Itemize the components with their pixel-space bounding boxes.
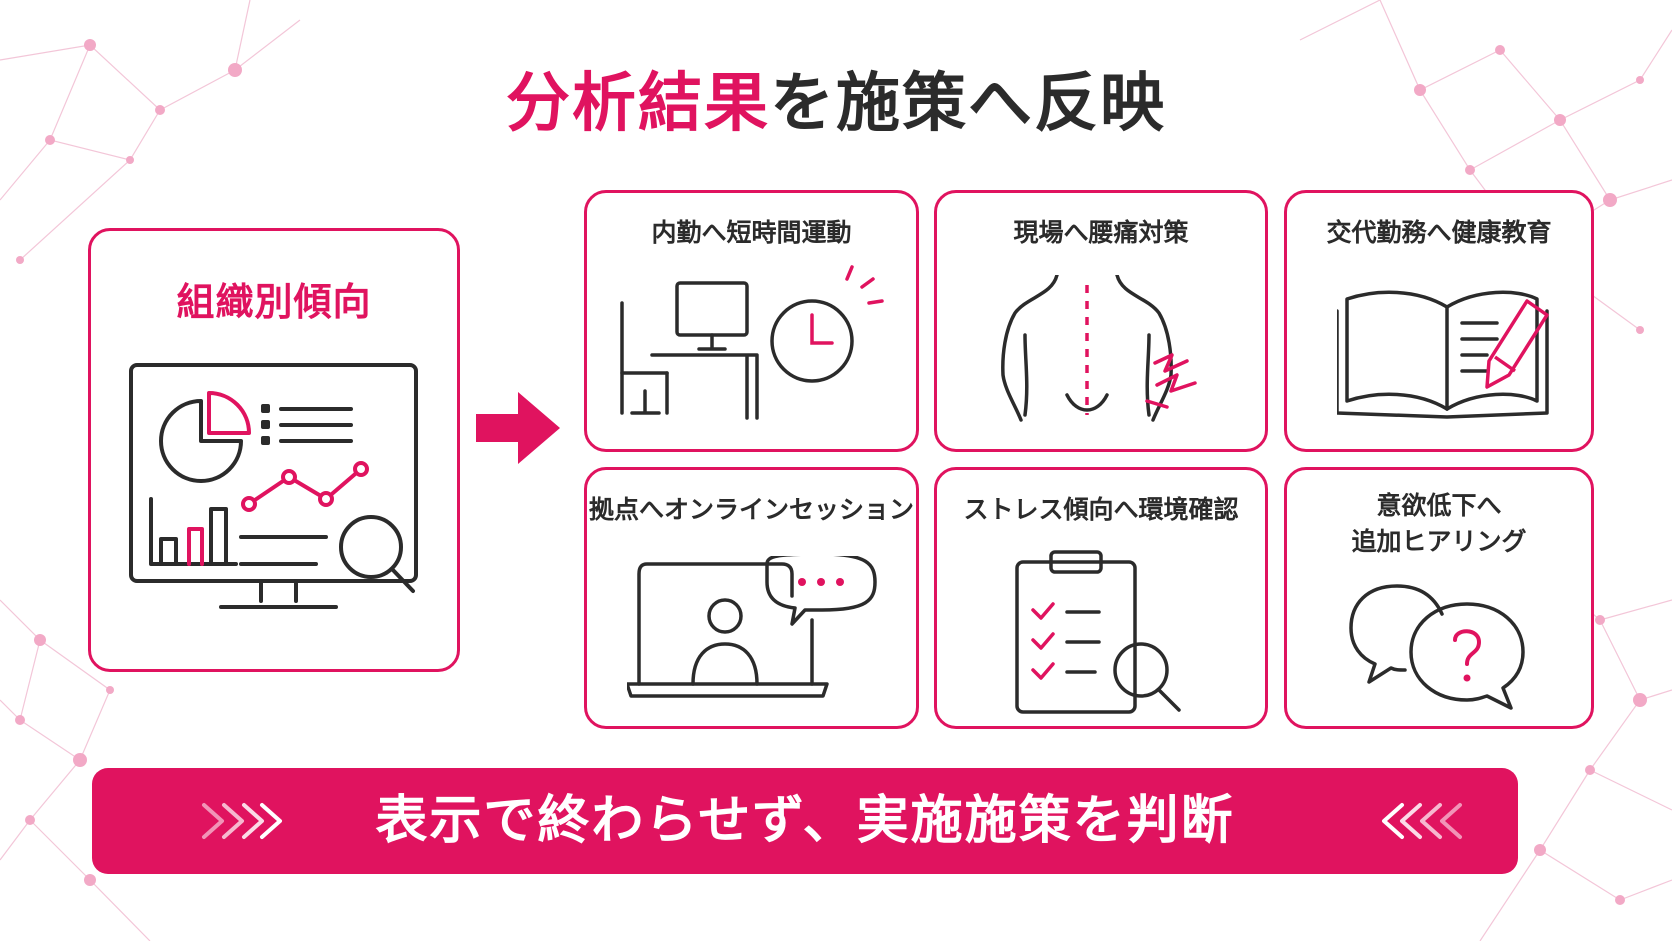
measure-card: 内勤へ短時間運動 <box>584 190 919 452</box>
desk-clock-icon <box>620 265 884 420</box>
measure-card-label: 内勤へ短時間運動 <box>651 218 852 247</box>
measure-card: 拠点へオンラインセッション <box>584 467 919 729</box>
analytics-dashboard-icon <box>129 363 418 609</box>
measure-card-label: 交代勤務へ健康教育 <box>1326 218 1552 247</box>
measure-card-label-line1: 意欲低下へ <box>1376 491 1502 520</box>
source-card-title: 組織別傾向 <box>176 280 372 324</box>
measure-card-label: 拠点へオンラインセッション <box>588 495 914 524</box>
conclusion-banner-text: 表示で終わらせず、実施施策を判断 <box>375 791 1235 851</box>
clipboard-check-icon <box>1015 550 1181 714</box>
page-title-rest: を施策へ反映 <box>770 67 1166 141</box>
measure-card: ストレス傾向へ環境確認 <box>934 467 1268 729</box>
chevrons-right-icon <box>202 803 282 839</box>
measure-card: 現場へ腰痛対策 <box>934 190 1268 452</box>
measure-card: 意欲低下へ 追加ヒアリング <box>1284 467 1594 729</box>
source-card: 組織別傾向 <box>88 228 460 672</box>
measure-card-label-line2: 追加ヒアリング <box>1351 527 1527 556</box>
measure-card-label: ストレス傾向へ環境確認 <box>963 495 1239 524</box>
back-pain-icon <box>1001 275 1197 422</box>
chevrons-left-icon <box>1382 803 1462 839</box>
conclusion-banner: 表示で終わらせず、実施施策を判断 <box>92 768 1518 874</box>
measure-card-label: 現場へ腰痛対策 <box>1013 218 1189 247</box>
speech-bubbles-question-icon <box>1349 584 1525 710</box>
flow-arrow-icon <box>476 392 560 464</box>
page-title-accent: 分析結果 <box>506 67 770 141</box>
measure-card: 交代勤務へ健康教育 <box>1284 190 1594 452</box>
book-pencil-icon <box>1337 290 1549 419</box>
laptop-video-call-icon <box>627 556 877 698</box>
page-title: 分析結果を施策へ反映 <box>0 52 1672 144</box>
